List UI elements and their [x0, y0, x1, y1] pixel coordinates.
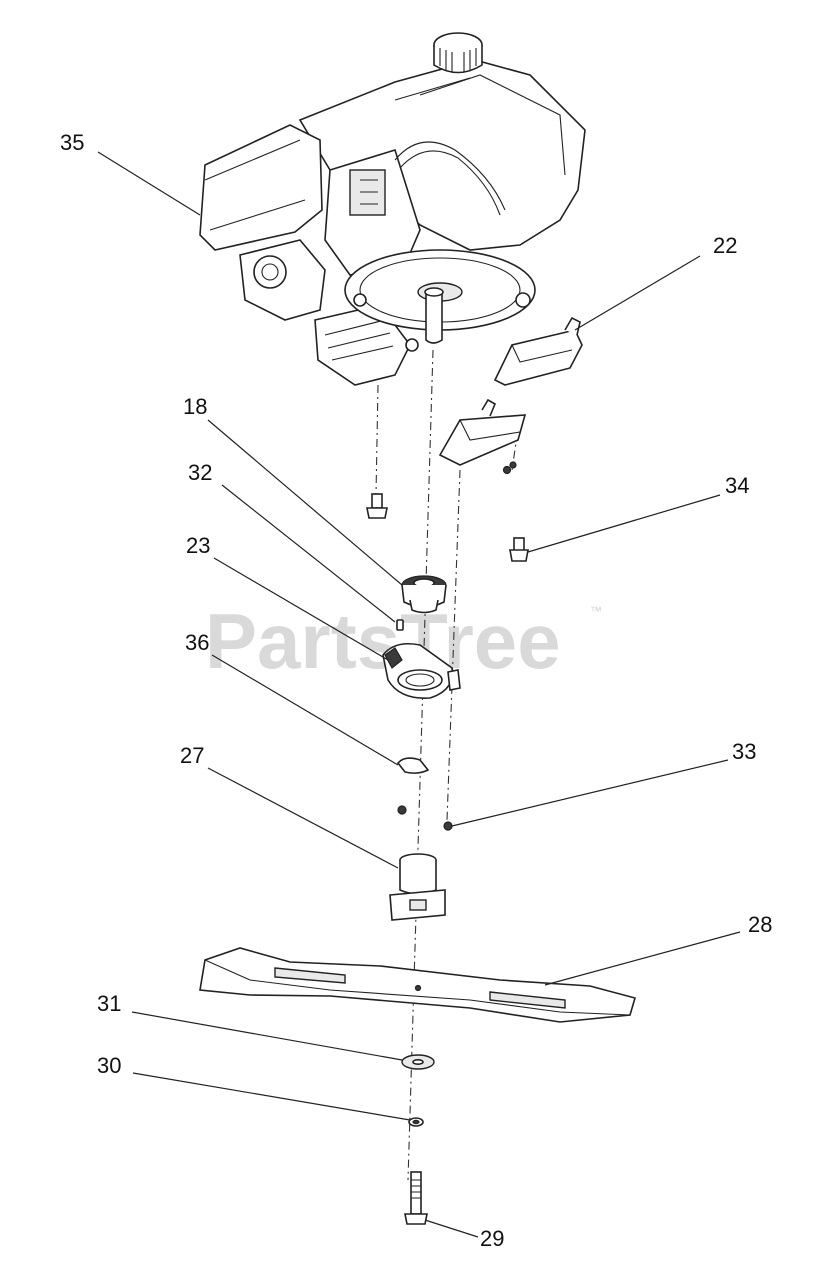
hub-part-18	[401, 575, 447, 614]
callout-30: 30	[97, 1053, 121, 1078]
bracket-lower	[438, 398, 527, 475]
callout-33: 33	[732, 739, 756, 764]
key-part-32	[396, 619, 404, 631]
bolt-part-29	[404, 1171, 428, 1225]
callout-34: 34	[725, 473, 749, 498]
callout-28: 28	[748, 912, 772, 937]
bracket-part-22	[493, 316, 583, 386]
engine-part-35	[199, 32, 586, 386]
callout-36: 36	[185, 630, 209, 655]
callout-23: 23	[186, 533, 210, 558]
left-bolt-axis	[375, 384, 379, 496]
small-screw-left	[397, 805, 407, 815]
blade-part-28	[199, 947, 636, 1023]
leader-lines	[97, 151, 741, 1238]
screw-part-33	[443, 821, 453, 831]
clip-part-36	[396, 757, 430, 774]
adapter-part-27	[389, 853, 446, 921]
adapter-part-23	[382, 642, 461, 699]
guard-screw-axis	[446, 469, 461, 821]
callout-31: 31	[97, 991, 121, 1016]
lockwasher-part-30	[408, 1117, 424, 1127]
callout-32: 32	[188, 460, 212, 485]
callout-29: 29	[480, 1226, 504, 1251]
engine-bolt	[366, 493, 388, 519]
watermark-text: PartsTree	[205, 597, 561, 685]
callout-labels: 35 22 18 32 34 23 36 27 33 28 31 30 29	[60, 130, 772, 1251]
callout-18: 18	[183, 394, 207, 419]
washer-part-31	[401, 1054, 435, 1070]
callout-22: 22	[713, 233, 737, 258]
bolt-part-34	[509, 537, 529, 562]
watermark-trademark: ™	[590, 604, 602, 618]
callout-35: 35	[60, 130, 84, 155]
callout-27: 27	[180, 743, 204, 768]
